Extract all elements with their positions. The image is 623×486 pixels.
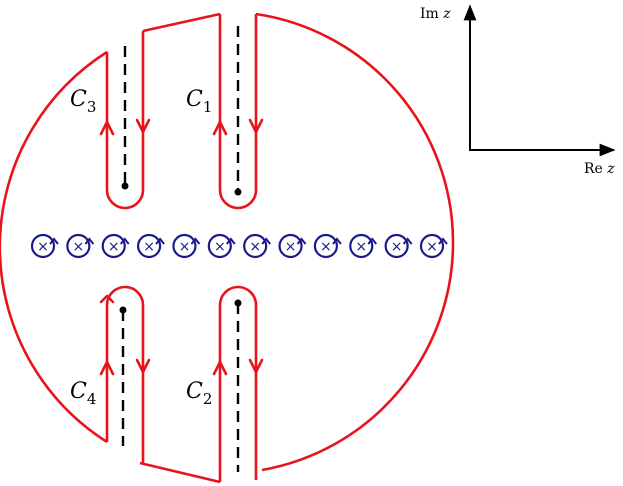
axis-labels: Im z Re z xyxy=(420,6,615,177)
branch-point-c3 xyxy=(121,182,129,190)
pole-circle xyxy=(349,233,374,259)
outer-arc-left xyxy=(0,50,108,444)
circled-cross-icon: × xyxy=(278,233,307,259)
arrow-down-c4 xyxy=(135,358,151,374)
pole-cross: × xyxy=(214,239,226,255)
pole-circle xyxy=(313,233,339,259)
circled-cross-icon: × xyxy=(172,233,201,259)
pole-orientation-arrow xyxy=(155,237,165,245)
pole-orientation-arrow xyxy=(84,237,95,245)
pole-orientation-arrow xyxy=(49,237,59,245)
pole-orientation-arrow xyxy=(190,237,201,245)
circled-cross-icon: × xyxy=(349,233,378,259)
arrow-up-c2 xyxy=(212,360,228,376)
pole-orientation-arrow xyxy=(261,237,271,245)
label-c3: C3 xyxy=(70,87,96,116)
outer-contour xyxy=(0,12,455,484)
pole-circle xyxy=(207,233,232,259)
circled-cross-icon: × xyxy=(66,233,95,259)
arrow-down-c1 xyxy=(248,118,264,134)
pole-cross: × xyxy=(391,239,403,255)
pole-cross: × xyxy=(108,239,120,255)
arrow-down-c2 xyxy=(248,358,264,374)
re-axis-label: Re z xyxy=(584,161,615,177)
arrow-up-c3 xyxy=(99,120,115,136)
poles-row: × × × × × × × × × × × × xyxy=(30,233,448,259)
pole-circle xyxy=(101,233,126,259)
pole-orientation-arrow xyxy=(226,237,236,245)
outer-arc-top xyxy=(142,12,221,33)
pole-cross: × xyxy=(426,239,438,255)
pole-cross: × xyxy=(72,239,84,255)
pole-orientation-arrow xyxy=(332,237,342,245)
label-c4: C4 xyxy=(70,379,96,408)
branch-cuts xyxy=(121,26,240,472)
slot-c4 xyxy=(105,285,145,463)
label-c1: C1 xyxy=(186,87,212,116)
branch-point-c2 xyxy=(234,299,242,307)
pole-circle xyxy=(172,233,197,259)
pole-cross: × xyxy=(179,239,191,255)
pole-cross: × xyxy=(143,239,155,255)
circled-cross-icon: × xyxy=(419,233,448,259)
label-c2: C2 xyxy=(186,379,212,408)
circled-cross-icon: × xyxy=(136,233,165,259)
circled-cross-icon: × xyxy=(207,233,236,259)
slot-c1 xyxy=(218,14,258,210)
pole-circle xyxy=(243,233,268,259)
circled-cross-icon: × xyxy=(313,233,342,259)
pole-orientation-arrow xyxy=(296,237,307,245)
arrow-up-c4 xyxy=(99,360,115,376)
slot-c2 xyxy=(218,285,258,482)
circled-cross-icon: × xyxy=(384,233,413,259)
pole-circle xyxy=(384,233,409,259)
pole-circle xyxy=(30,233,56,259)
pole-cross: × xyxy=(249,239,261,255)
pole-circle xyxy=(419,233,445,259)
pole-orientation-arrow xyxy=(367,237,378,245)
branch-point-c1 xyxy=(234,188,242,196)
arrow-up-top-left xyxy=(99,294,115,304)
contour-labels: C1 C2 C3 C4 xyxy=(70,87,212,408)
arrow-down-c3 xyxy=(135,118,151,134)
pole-orientation-arrow xyxy=(438,237,448,245)
pole-cross: × xyxy=(37,239,49,255)
circled-cross-icon: × xyxy=(243,233,271,259)
branch-point-c4 xyxy=(119,306,127,314)
outer-arc-right xyxy=(255,12,455,472)
contour-arrows xyxy=(99,118,264,376)
slot-c3 xyxy=(105,31,145,210)
pole-cross: × xyxy=(320,239,332,255)
arrow-up-c1 xyxy=(212,120,228,136)
pole-circle xyxy=(66,233,91,259)
pole-circle xyxy=(136,233,162,259)
axes xyxy=(463,4,616,157)
pole-orientation-arrow xyxy=(402,237,413,245)
outer-arc-bottom xyxy=(139,461,221,484)
pole-cross: × xyxy=(355,239,367,255)
pole-circle xyxy=(278,233,303,259)
pole-cross: × xyxy=(285,239,297,255)
circled-cross-icon: × xyxy=(30,233,59,259)
im-axis-label: Im z xyxy=(420,6,451,22)
pole-orientation-arrow xyxy=(119,237,130,245)
branch-points xyxy=(119,182,242,314)
circled-cross-icon: × xyxy=(101,233,130,259)
